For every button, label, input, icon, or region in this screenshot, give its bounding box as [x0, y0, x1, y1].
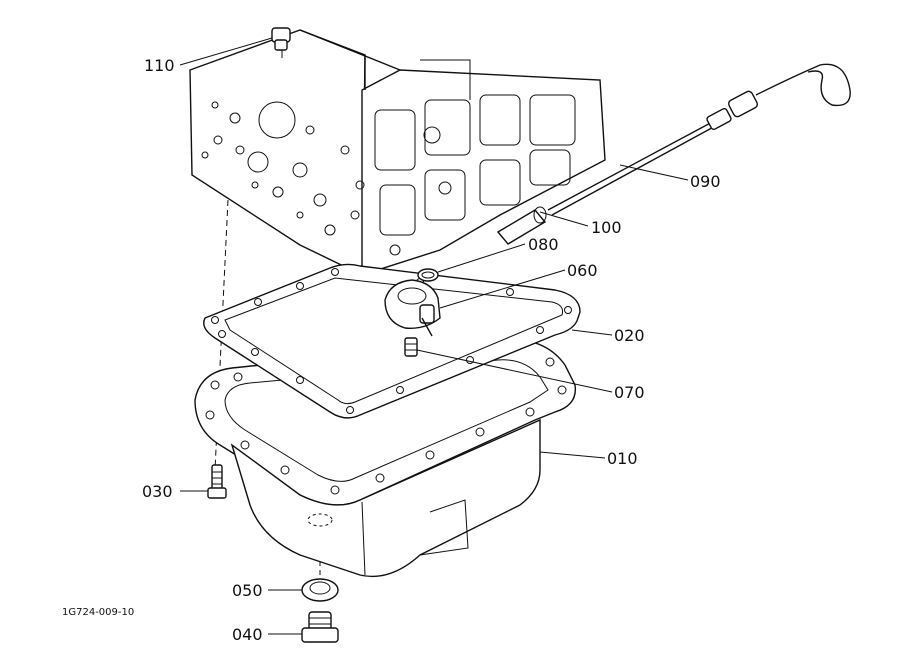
bolt-030: [207, 464, 227, 499]
o-ring: [417, 268, 439, 282]
oil-strainer: [384, 279, 441, 337]
label-020: 020: [614, 326, 645, 345]
plug-110: [271, 27, 291, 58]
bolt-070: [404, 337, 418, 357]
label-010: 010: [607, 449, 638, 468]
label-070: 070: [614, 383, 645, 402]
label-080: 080: [528, 235, 559, 254]
gasket: [203, 263, 581, 419]
dipstick-guide: [496, 206, 547, 245]
leader-lines: [179, 37, 689, 635]
dipstick: [547, 63, 851, 216]
label-110: 110: [144, 56, 175, 75]
sealing-washer: [301, 578, 339, 602]
label-040: 040: [232, 625, 263, 644]
engine-block: [189, 29, 606, 277]
label-100: 100: [591, 218, 622, 237]
label-090: 090: [690, 172, 721, 191]
label-030: 030: [142, 482, 173, 501]
label-050: 050: [232, 581, 263, 600]
label-060: 060: [567, 261, 598, 280]
drain-plug: [301, 611, 339, 643]
drawing-code: 1G724-009-10: [62, 607, 134, 618]
part-labels: 110 090 100 080 060 020 070 010 030 050 …: [142, 56, 721, 644]
